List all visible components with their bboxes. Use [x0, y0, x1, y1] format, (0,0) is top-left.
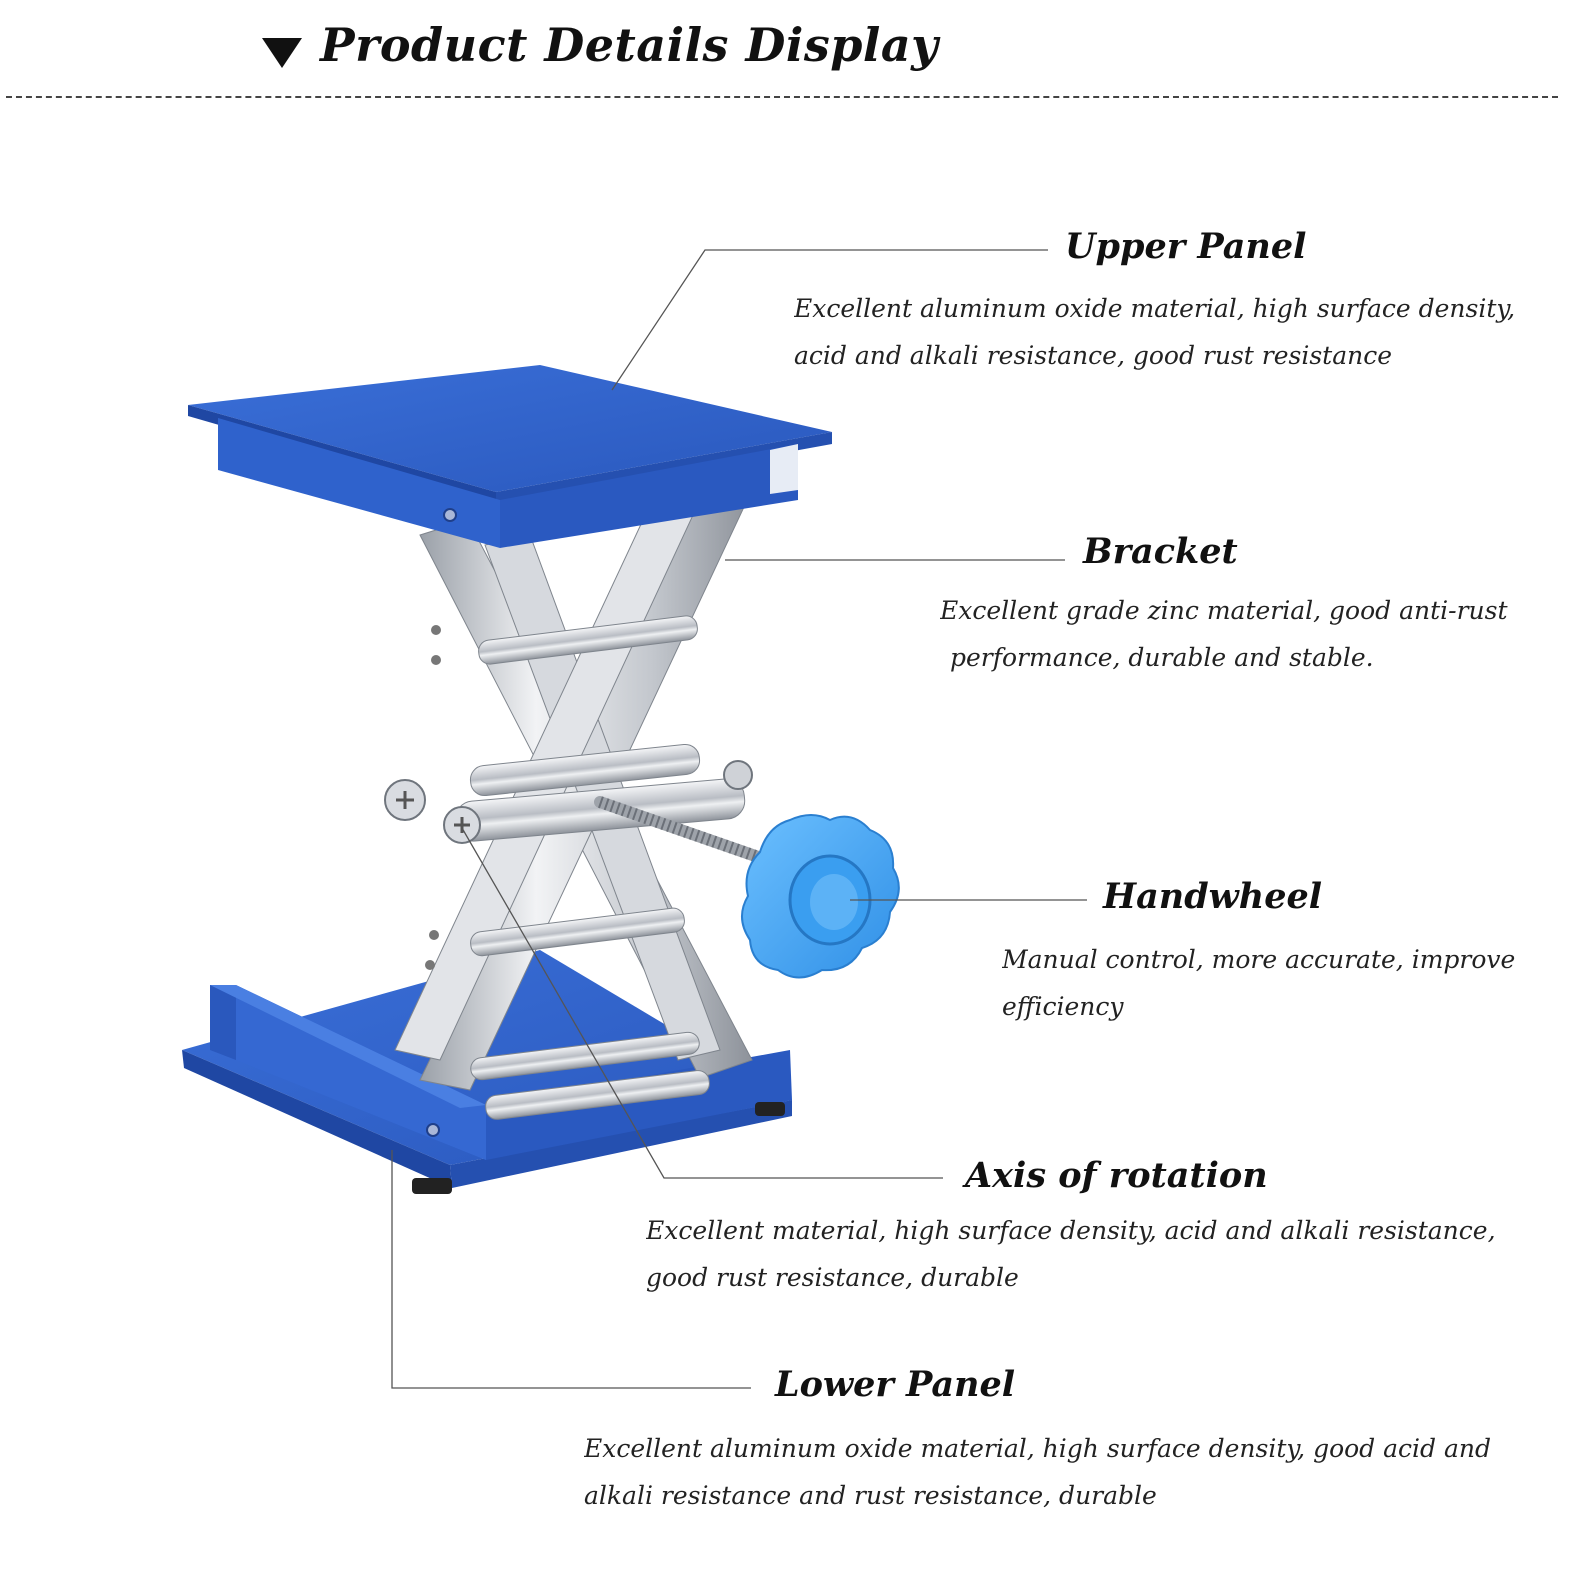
upper-panel-leader — [611, 249, 1048, 391]
axis-leader — [461, 827, 943, 1179]
callout-desc-bracket: Excellent grade zinc material, good anti… — [940, 587, 1569, 681]
callout-line: Excellent grade zinc material, good anti… — [940, 596, 1508, 625]
callout-line: good rust resistance, durable — [646, 1263, 1019, 1292]
callout-line: Manual control, more accurate, improve — [1002, 945, 1516, 974]
callout-desc-axis-of-rotation: Excellent material, high surface density… — [646, 1207, 1569, 1301]
callout-line: alkali resistance and rust resistance, d… — [584, 1481, 1157, 1510]
dashed-divider — [6, 96, 1558, 98]
callout-line: performance, durable and stable. — [950, 643, 1374, 672]
callout-line: Excellent material, high surface density… — [646, 1216, 1496, 1245]
lower-panel-leader — [391, 1150, 751, 1389]
callout-title-bracket: Bracket — [1083, 531, 1238, 572]
header: Product Details Display — [0, 0, 1569, 110]
page-title: Product Details Display — [320, 18, 939, 72]
leader-lines — [391, 249, 1087, 1389]
triangle-down-icon — [262, 38, 302, 68]
callout-title-upper-panel: Upper Panel — [1065, 226, 1307, 267]
callout-title-axis-of-rotation: Axis of rotation — [965, 1155, 1268, 1196]
callout-line: efficiency — [1002, 992, 1124, 1021]
handwheel — [741, 814, 900, 979]
callout-title-handwheel: Handwheel — [1103, 876, 1323, 917]
callout-line: acid and alkali resistance, good rust re… — [794, 341, 1393, 370]
callout-line: Excellent aluminum oxide material, high … — [584, 1434, 1491, 1463]
callout-line: Excellent aluminum oxide material, high … — [794, 294, 1516, 323]
callout-desc-handwheel: Manual control, more accurate, improve e… — [1002, 936, 1569, 1030]
callout-desc-lower-panel: Excellent aluminum oxide material, high … — [584, 1425, 1569, 1519]
axis-of-rotation — [384, 743, 753, 844]
callout-desc-upper-panel: Excellent aluminum oxide material, high … — [794, 285, 1569, 379]
upper-panel — [188, 365, 832, 548]
callout-title-lower-panel: Lower Panel — [775, 1364, 1016, 1405]
